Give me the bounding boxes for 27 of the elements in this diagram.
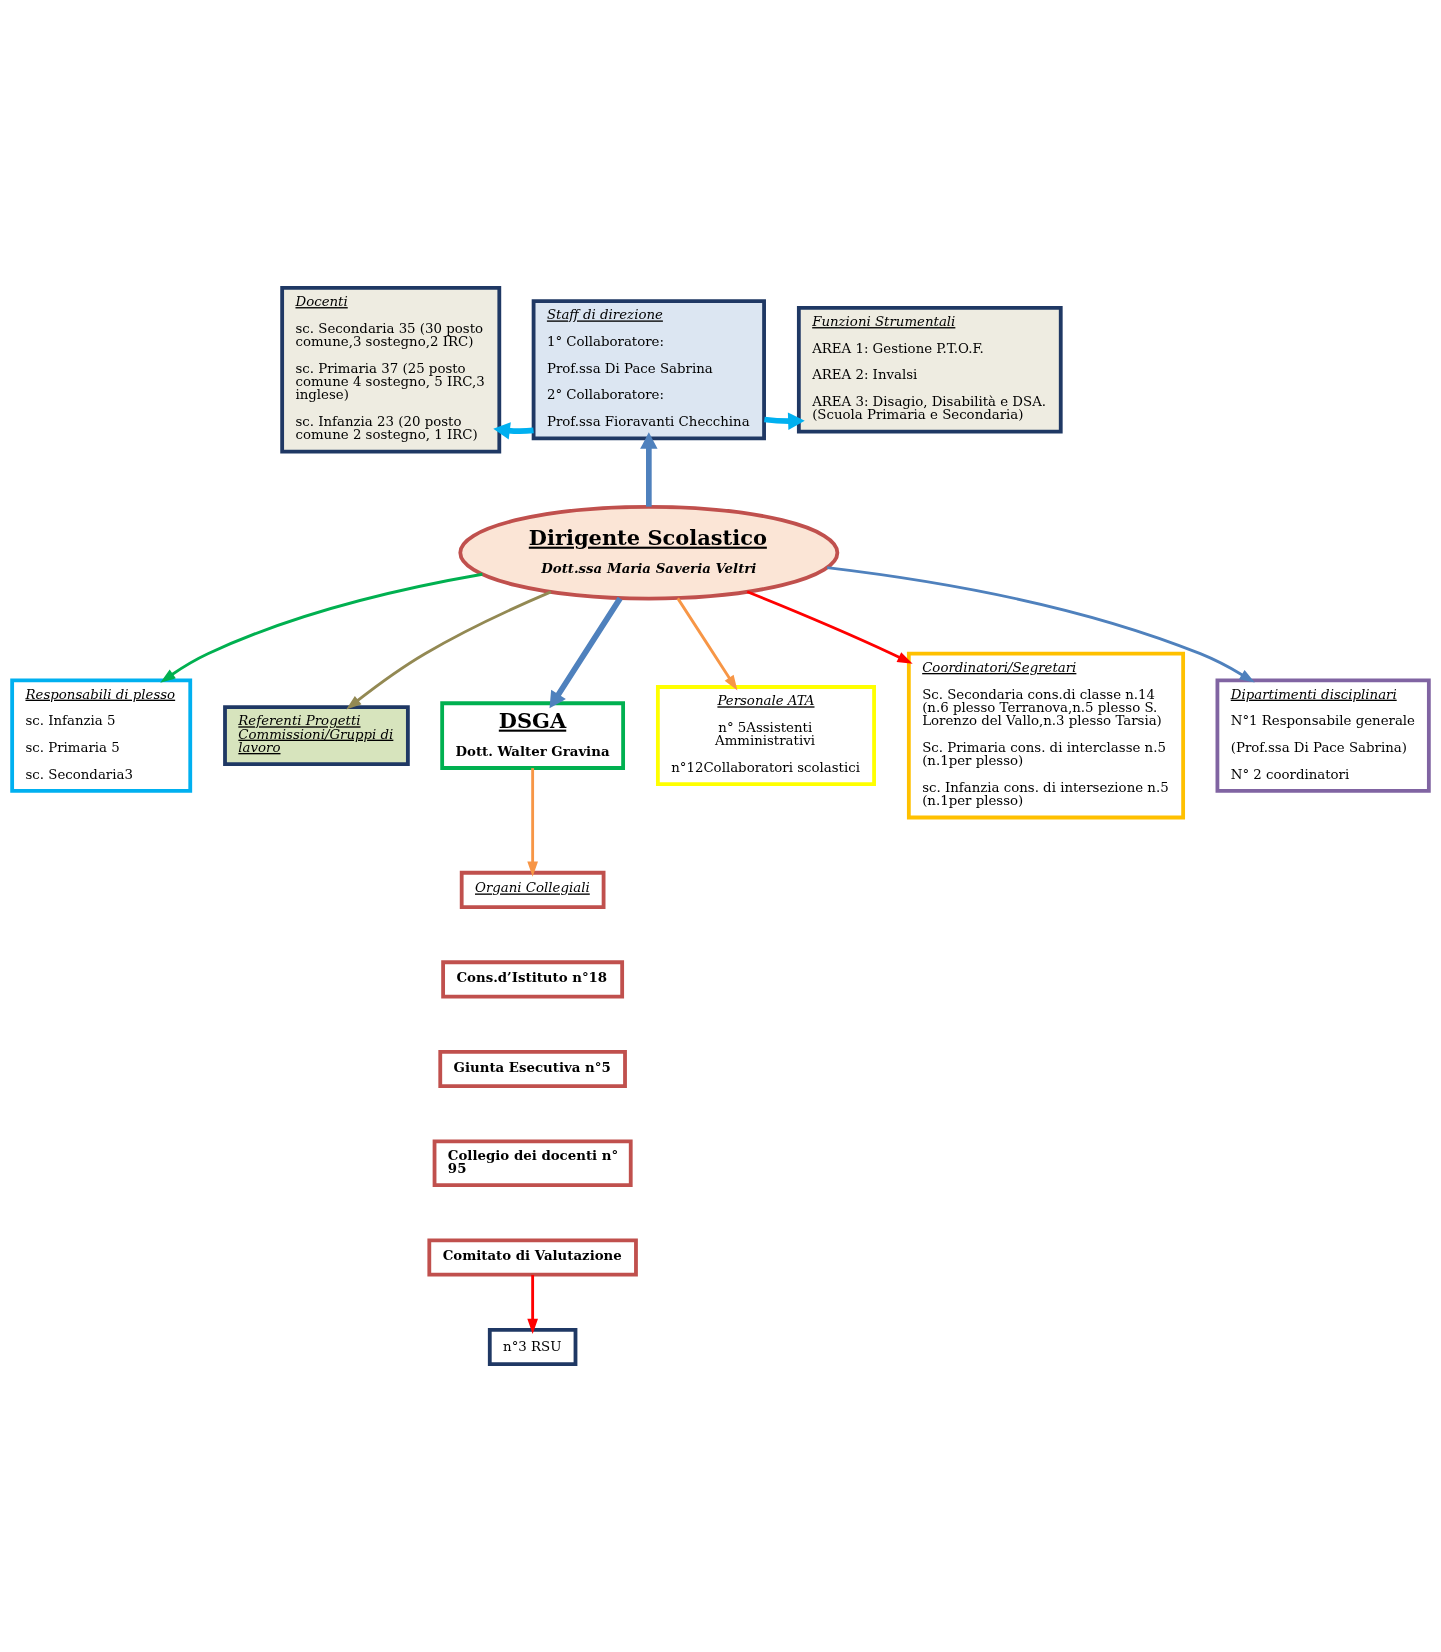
arrow (676, 597, 738, 691)
node-ellipse: Dirigente Scolastico Dott.ssa Maria Saveria Veltri (458, 504, 840, 601)
node-box: Personale ATA n° 5Assistenti Amministrativi n°12Collaboratori scolastici (655, 685, 876, 787)
node-box: Referenti Progetti Commissioni/Gruppi di lavoro (223, 705, 410, 767)
node-box: Coordinatori/Segretari Sc. Secondaria cons.di classe n.14 (n.6 plesso Terranova,n.5 plesso S. Lorenzo del Vallo,n.3 plesso Tarsia) Sc. Primaria cons. di interclasse n.5 (n.1per plesso) sc. Infanzia cons. di intersezione n.5 (n.1per plesso) (906, 651, 1186, 820)
arrow (493, 422, 534, 440)
node-box: Collegio dei docenti n° 95 (432, 1139, 633, 1188)
node-box: Comitato di Valutazione (427, 1238, 638, 1277)
arrow (746, 590, 913, 664)
arrow (346, 590, 552, 710)
arrow (160, 572, 483, 683)
node-box: Staff di direzione 1° Collaboratore: Prof.ssa Di Pace Sabrina 2° Collaboratore: Prof.ssa Fioravanti Checchina (531, 299, 766, 441)
arrow (764, 412, 805, 430)
arrow (527, 768, 538, 877)
node-box: Organi Collegiali (459, 870, 606, 909)
node-box: n°3 RSU (487, 1328, 578, 1367)
arrow (640, 432, 658, 507)
node-box: Cons.d’Istituto n°18 (441, 960, 625, 999)
node-box: Dipartimenti disciplinari N°1 Responsabile generale (Prof.ssa Di Pace Sabrina) N° 2 coordinatori (1215, 678, 1431, 793)
node-box: Funzioni Strumentali AREA 1: Gestione P.T.O.F. AREA 2: Invalsi AREA 3: Disagio, Disabilità e DSA. (Scuola Primaria e Secondaria) (796, 305, 1063, 434)
arrow (549, 596, 623, 709)
node-box: DSGA Dott. Walter Gravina (440, 701, 626, 770)
arrow (826, 566, 1255, 683)
node-box: Docenti sc. Secondaria 35 (30 posto comune,3 sostegno,2 IRC) sc. Primaria 37 (25 posto comune 4 sostegno, 5 IRC,3 inglese) sc. Infanzia 23 (20 posto comune 2 sostegno, 1 IRC) (280, 285, 502, 454)
node-box: Responsabili di plesso sc. Infanzia 5 sc. Primaria 5 sc. Secondaria3 (10, 678, 193, 793)
arrow (527, 1274, 538, 1334)
node-box: Giunta Esecutiva n°5 (438, 1049, 627, 1088)
